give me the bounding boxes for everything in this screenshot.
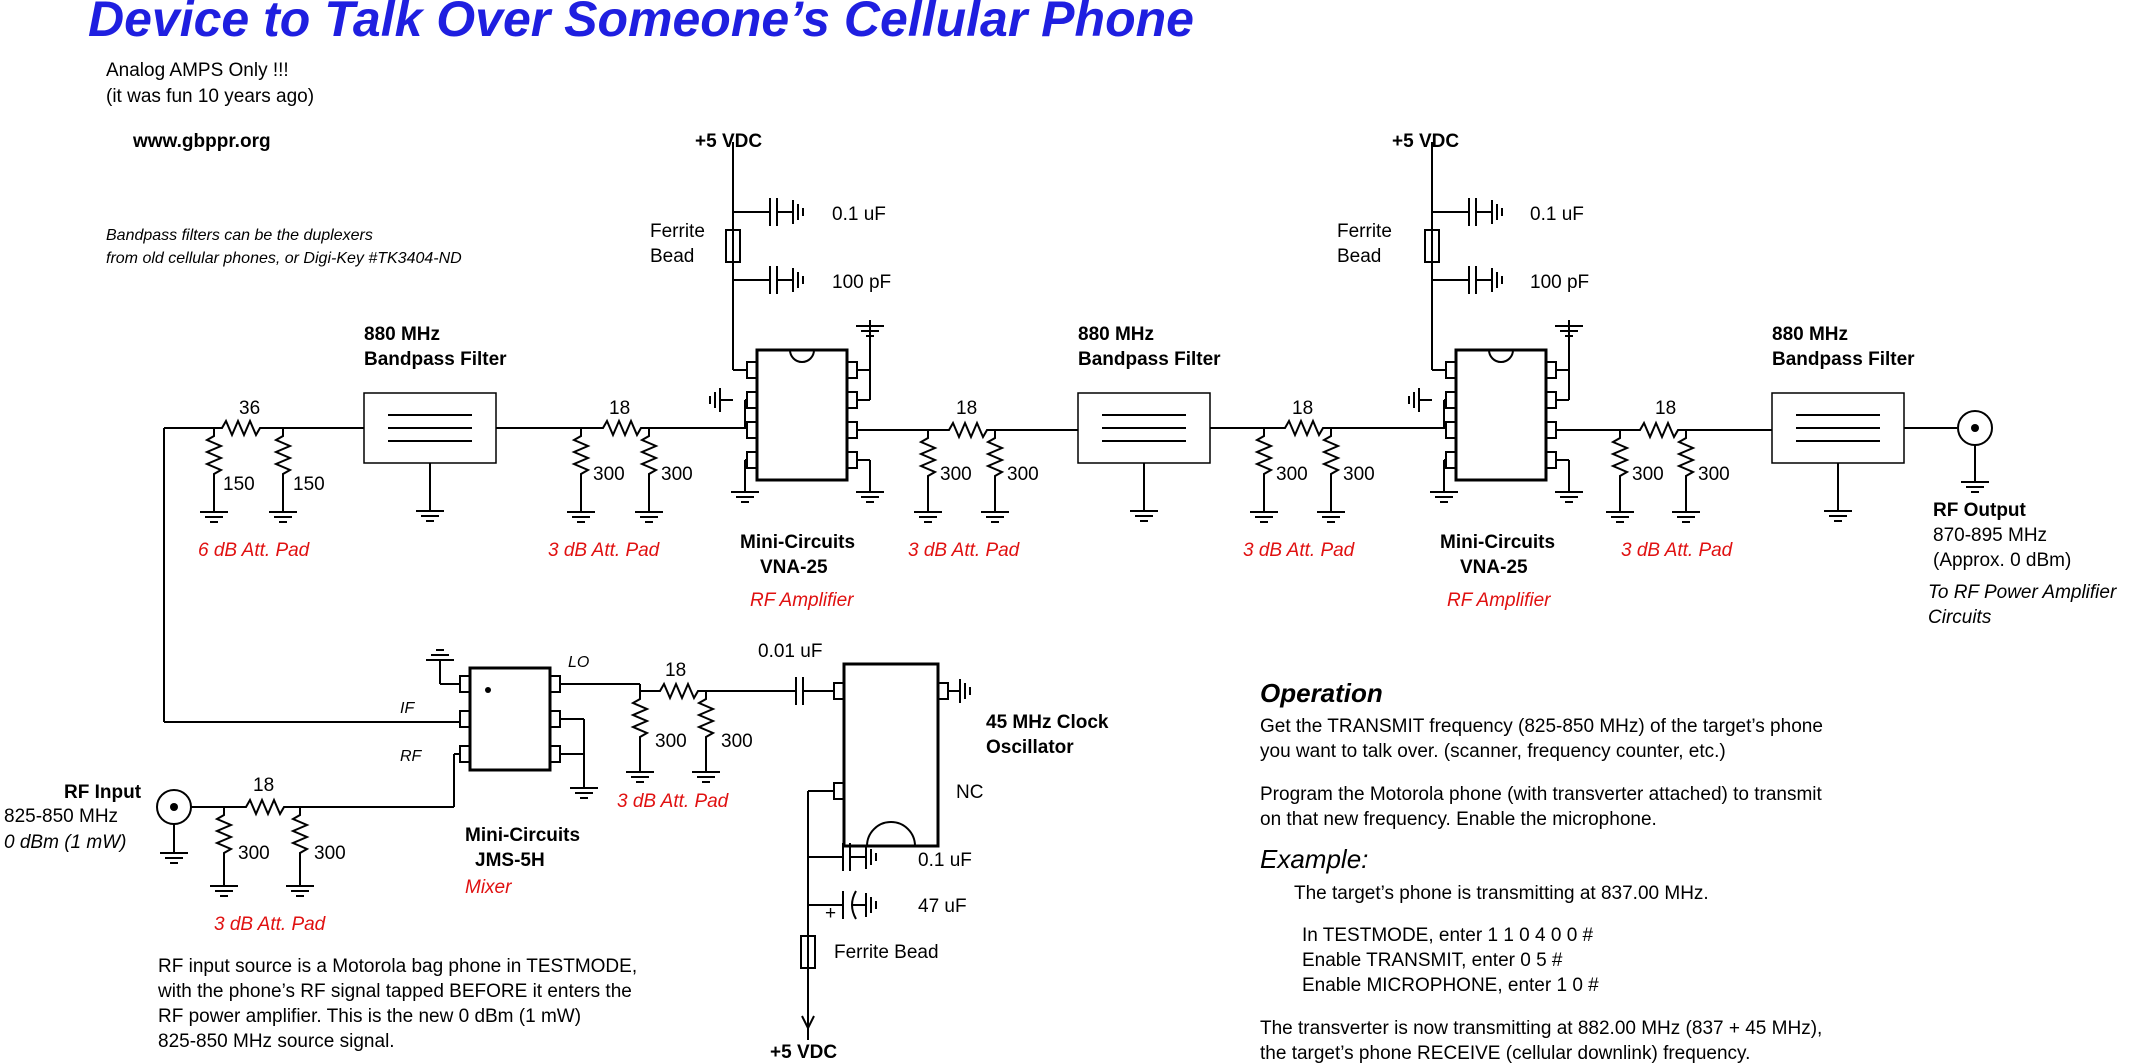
resistor-300-f-label: 300 [1343,464,1375,485]
nc-label: NC [956,782,983,803]
oscillator-freq: 45 MHz Clock [986,712,1109,733]
pad-6db-label: 6 dB Att. Pad [198,540,311,561]
example-heading: Example: [1260,844,1368,874]
bead-1-a-label: Ferrite [650,221,705,242]
rf-port-label: RF [400,748,423,765]
lo-port-label: LO [568,654,589,671]
amps-note-2: (it was fun 10 years ago) [106,86,314,107]
filter-note-1: Bandpass filters can be the duplexers [106,227,373,244]
cap-01uf-a-label: 0.1 uF [832,204,886,225]
pad-3db-4-label: 3 dB Att. Pad [1621,540,1734,561]
rf-output-freq: 870-895 MHz [1933,525,2047,546]
page-title: Device to Talk Over Someone’s Cellular P… [88,0,1194,47]
example-line-1: The target’s phone is transmitting at 83… [1294,883,1709,904]
filter-1-name: Bandpass Filter [364,349,507,370]
pad-3db-2-label: 3 dB Att. Pad [908,540,1021,561]
operation-p2-line1: Program the Motorola phone (with transve… [1260,784,1823,805]
vdc-top-1: +5 VDC [695,131,762,152]
resistor-300-g-label: 300 [1632,464,1664,485]
rf-output-label: RF Output [1933,500,2027,521]
resistor-18-a-label: 18 [609,398,630,419]
filter-3-freq: 880 MHz [1772,324,1848,345]
resistor-18-b-label: 18 [956,398,977,419]
operation-final-line2: the target’s phone RECEIVE (cellular dow… [1260,1043,1750,1063]
cap-01uf-b-label: 0.1 uF [1530,204,1584,225]
amp-1-maker: Mini-Circuits [740,532,855,553]
bead-2-a-label: Ferrite [1337,221,1392,242]
resistor-150-a-label: 150 [223,474,255,495]
filter-note-2: from old cellular phones, or Digi-Key #T… [106,250,462,267]
vdc-bottom: +5 VDC [770,1042,837,1063]
resistor-150-b-label: 150 [293,474,325,495]
rf-output-note-1: To RF Power Amplifier [1928,582,2117,603]
resistor-300-j-label: 300 [721,731,753,752]
rf-input-note-2: with the phone’s RF signal tapped BEFORE… [157,981,632,1002]
resistor-18-d-label: 18 [1655,398,1676,419]
resistor-18-e-label: 18 [665,660,686,681]
amp-2-maker: Mini-Circuits [1440,532,1555,553]
rf-input-note-1: RF input source is a Motorola bag phone … [158,956,637,977]
ferrite-bead-osc [800,935,816,969]
operation-p1-line2: you want to talk over. (scanner, frequen… [1260,741,1726,762]
resistor-300-b-label: 300 [661,464,693,485]
mixer-chip [468,666,552,772]
resistor-300-h-label: 300 [1698,464,1730,485]
filter-2-freq: 880 MHz [1078,324,1154,345]
cap-001uf-label: 0.01 uF [758,641,822,662]
cap-100pf-b-label: 100 pF [1530,272,1589,293]
rf-output-note-2: Circuits [1928,607,1992,628]
operation-final-line1: The transverter is now transmitting at 8… [1260,1018,1822,1039]
cap-100pf-a-label: 100 pF [832,272,891,293]
cap-47uf-label: 47 uF [918,896,967,917]
oscillator-name: Oscillator [986,737,1074,758]
resistor-300-e-label: 300 [1276,464,1308,485]
rf-input-freq: 825-850 MHz [4,806,118,827]
mixer-role: Mixer [465,877,512,898]
ferrite-bead-osc-label: Ferrite Bead [834,942,939,963]
oscillator-chip [842,662,940,848]
amps-note-1: Analog AMPS Only !!! [106,60,289,81]
resistor-18-f-label: 18 [253,775,274,796]
operation-p1-line1: Get the TRANSMIT frequency (825-850 MHz)… [1260,716,1823,737]
resistor-300-c-label: 300 [940,464,972,485]
bead-1-b-label: Bead [650,246,694,267]
if-port-label: IF [400,700,415,717]
pad-3db-1-label: 3 dB Att. Pad [548,540,661,561]
resistor-300-k-label: 300 [238,843,270,864]
filter-2-name: Bandpass Filter [1078,349,1221,370]
resistor-36-label: 36 [239,398,260,419]
resistor-18-c-label: 18 [1292,398,1313,419]
cap-01uf-c-label: 0.1 uF [918,850,972,871]
example-line-2: In TESTMODE, enter 1 1 0 4 0 0 # [1302,925,1594,946]
rf-input-note-3: RF power amplifier. This is the new 0 dB… [158,1006,581,1027]
pad-3db-5-label: 3 dB Att. Pad [617,791,730,812]
cap-plus-label: + [825,903,836,924]
filter-1-freq: 880 MHz [364,324,440,345]
pad-3db-3-label: 3 dB Att. Pad [1243,540,1356,561]
bead-2-b-label: Bead [1337,246,1381,267]
pad-3db-6-label: 3 dB Att. Pad [214,914,327,935]
operation-heading: Operation [1260,678,1383,708]
vdc-top-2: +5 VDC [1392,131,1459,152]
rf-output-level: (Approx. 0 dBm) [1933,550,2071,571]
resistor-300-d-label: 300 [1007,464,1039,485]
resistor-300-a-label: 300 [593,464,625,485]
filter-3-name: Bandpass Filter [1772,349,1915,370]
amp-1-model: VNA-25 [760,557,828,578]
rf-input-label: RF Input [64,782,142,803]
amp-2-model: VNA-25 [1460,557,1528,578]
rf-input-note-4: 825-850 MHz source signal. [158,1031,395,1052]
example-line-3: Enable TRANSMIT, enter 0 5 # [1302,950,1563,971]
amp-1-role: RF Amplifier [750,590,854,611]
rf-input-level: 0 dBm (1 mW) [4,832,126,853]
amp-2-role: RF Amplifier [1447,590,1551,611]
mixer-maker: Mini-Circuits [465,825,580,846]
resistor-300-i-label: 300 [655,731,687,752]
mixer-model: JMS-5H [475,850,545,871]
resistor-300-l-label: 300 [314,843,346,864]
website-label: www.gbppr.org [132,131,271,152]
example-line-4: Enable MICROPHONE, enter 1 0 # [1302,975,1599,996]
operation-p2-line2: on that new frequency. Enable the microp… [1260,809,1657,830]
